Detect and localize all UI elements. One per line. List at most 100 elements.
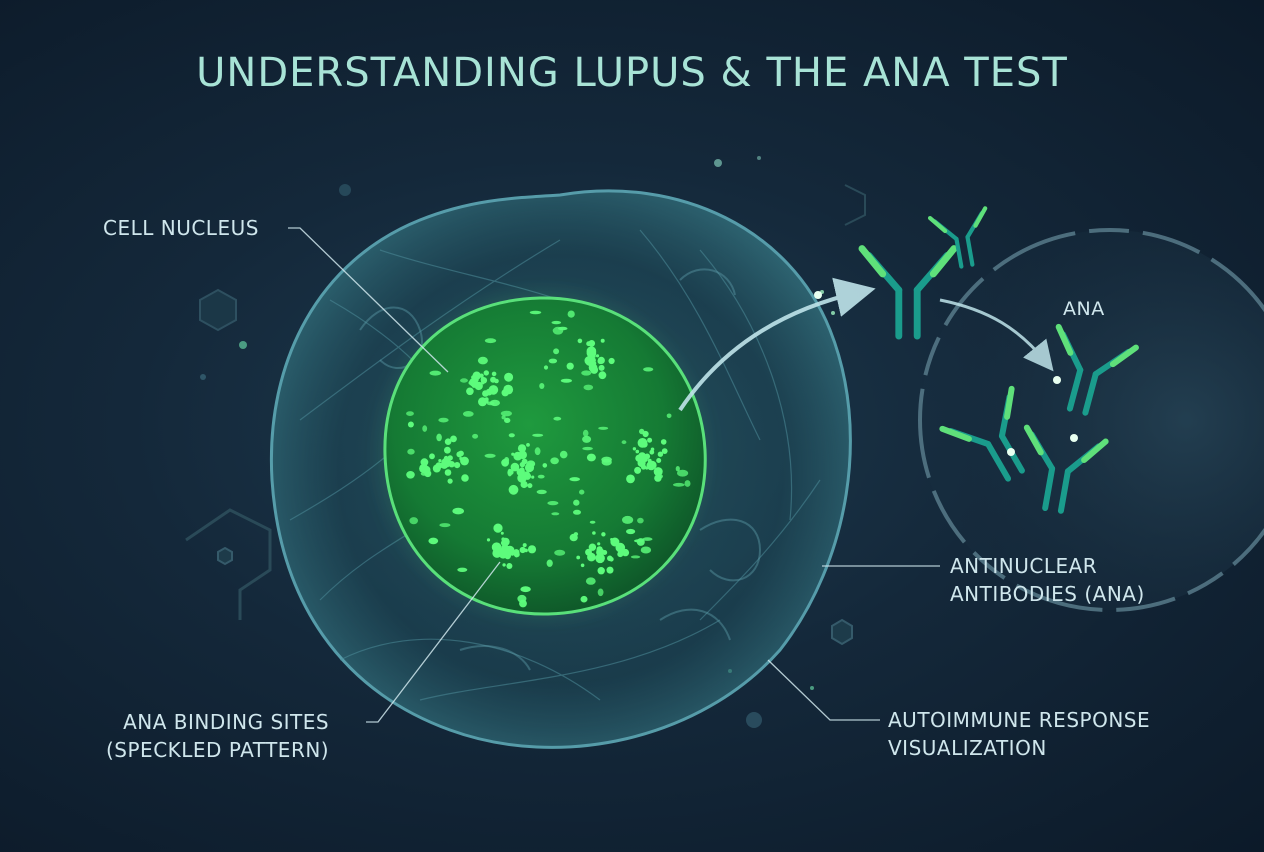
leader-line-binding-sites: [366, 561, 501, 723]
speckle-dot: [601, 456, 612, 463]
speckle-dot: [432, 464, 441, 473]
speckle-dot: [466, 387, 474, 396]
speckle-dot: [547, 501, 559, 506]
speckle-dot: [446, 460, 450, 465]
speckle-dot: [602, 550, 608, 555]
speckle-dot: [532, 433, 544, 437]
speckle-dot: [457, 567, 468, 572]
speckle-dot: [519, 546, 526, 554]
binding-spark: [814, 291, 822, 299]
leader-line-cell-nucleus: [288, 227, 449, 373]
speckle-dot: [595, 553, 605, 564]
speckle-dot: [567, 310, 575, 318]
speckle-dot: [582, 429, 589, 437]
speckle-dot: [489, 399, 500, 407]
speckle-dot: [501, 537, 510, 546]
speckle-dot: [601, 532, 606, 537]
speckle-dot: [546, 559, 553, 567]
speckle-dot: [429, 453, 435, 460]
speckle-dot: [529, 310, 542, 315]
speckle-dot: [551, 320, 562, 325]
speckle-dot: [447, 455, 453, 461]
speckle-dot: [443, 455, 449, 461]
speckle-dot: [635, 449, 640, 454]
speckle-dot: [500, 410, 512, 417]
label-autoimmune-line1: AUTOIMMUNE RESPONSE: [888, 708, 1151, 732]
speckle-dot: [536, 489, 547, 495]
speckle-dot: [598, 550, 603, 554]
speckle-dot: [592, 531, 596, 535]
speckle-dot: [519, 461, 526, 468]
hexagon-icon: [199, 288, 237, 332]
speckle-dot: [542, 463, 548, 468]
speckle-dot: [621, 440, 627, 445]
speckle-dot: [458, 450, 464, 457]
speckle-dot: [597, 356, 605, 364]
speckle-dot: [551, 512, 560, 516]
speckle-dot: [675, 466, 680, 472]
speckle-dot: [438, 459, 442, 463]
label-ana-text: ANA: [1063, 298, 1105, 320]
speckle-dot: [657, 474, 663, 479]
speckle-dot: [677, 469, 689, 477]
speckle-dot: [643, 367, 654, 372]
speckle-dot: [621, 548, 630, 557]
speckle-dot: [577, 338, 583, 344]
antibody-icon: [1023, 424, 1109, 514]
speckle-dot: [641, 441, 648, 448]
speckle-dot: [481, 381, 485, 385]
speckle-dot: [634, 466, 642, 474]
speckle-dot: [471, 383, 477, 388]
speckle-dot: [609, 557, 614, 562]
speckle-dot: [526, 460, 536, 468]
speckle-dot: [581, 370, 592, 376]
speckle-dot: [507, 468, 513, 477]
speckle-dot: [672, 482, 685, 487]
speckle-dot: [462, 411, 474, 417]
speckle-dot: [598, 371, 607, 380]
speckle-dot: [595, 354, 600, 358]
speckle-dot: [583, 384, 594, 391]
speckle-dot: [486, 538, 491, 542]
speckle-dot: [550, 457, 559, 465]
speckle-dot: [406, 411, 414, 416]
speckle-dot: [626, 474, 635, 484]
speckle-dot: [585, 577, 596, 585]
speckle-dot: [552, 326, 564, 335]
speckle-dot: [500, 531, 504, 535]
speckle-dot: [407, 421, 414, 428]
speckle-dot: [484, 338, 497, 344]
speckle-dot: [519, 599, 527, 608]
speckle-dot: [586, 453, 596, 462]
antibody-icon: [927, 206, 988, 269]
speckle-dot: [520, 586, 531, 593]
label-antibodies: ANTINUCLEAR ANTIBODIES (ANA): [950, 552, 1145, 608]
speckle-dot: [657, 451, 664, 457]
speckle-dot: [444, 469, 452, 476]
speckle-dot: [582, 446, 593, 451]
speckle-dot: [527, 483, 533, 489]
speckle-dot: [553, 348, 560, 355]
speckle-dot: [548, 358, 558, 364]
leader-lines: [288, 227, 940, 723]
speckle-dot: [576, 555, 581, 560]
speckle-dot: [463, 459, 468, 463]
speckle-dot: [661, 448, 668, 454]
speckle-dot: [597, 542, 601, 546]
hexagon-decorations: [185, 184, 866, 646]
speckle-dot: [478, 397, 487, 407]
label-binding-sites-line2: (SPECKLED PATTERN): [106, 738, 330, 762]
speckle-dot: [503, 391, 509, 396]
speckle-dot: [422, 425, 428, 432]
label-autoimmune: AUTOIMMUNE RESPONSE VISUALIZATION: [888, 706, 1150, 762]
speckle-dot: [589, 520, 596, 524]
hexagon-icon: [831, 618, 853, 646]
speckle-dot: [543, 365, 549, 370]
speckle-dot: [504, 372, 514, 382]
antibody-icon: [858, 245, 958, 340]
label-antibodies-line1: ANTINUCLEAR: [950, 554, 1098, 578]
speckle-dot: [499, 547, 508, 556]
speckle-dot: [493, 523, 503, 533]
page-title: UNDERSTANDING LUPUS & THE ANA TEST: [196, 50, 1068, 96]
